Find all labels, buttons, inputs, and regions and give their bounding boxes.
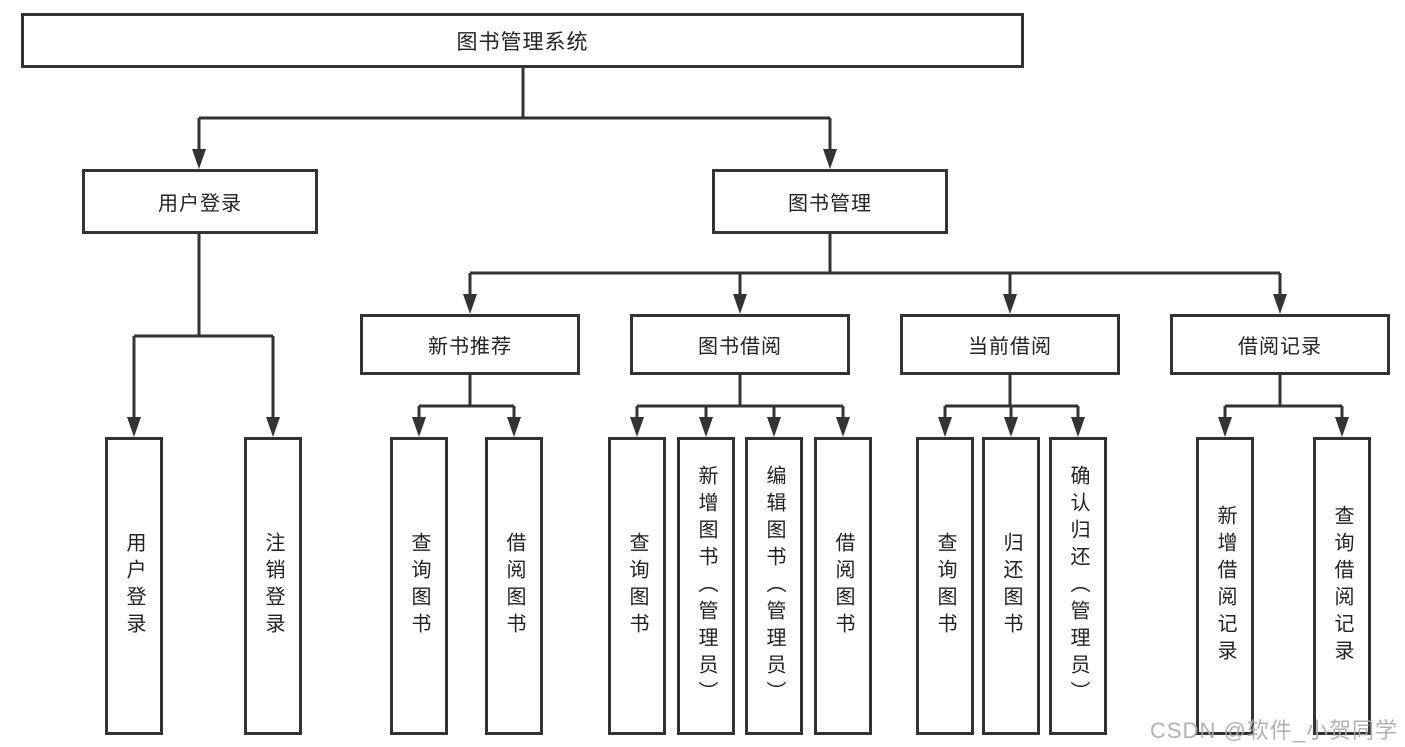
leaf-label: 编辑图书（管理员）	[763, 464, 785, 708]
leaf-label: 注销登录	[262, 532, 284, 640]
csdn-watermark: CSDN @软件_小贺同学	[1150, 718, 1399, 743]
leaf-label: 归还图书	[1000, 532, 1022, 640]
leaf-query-books: 查询图书	[390, 437, 448, 735]
leaf-borrow-books: 借阅图书	[485, 437, 543, 735]
node-new-book-recommendation: 新书推荐	[360, 314, 580, 375]
leaf-label: 查询图书	[408, 532, 430, 640]
node-label: 当前借阅	[968, 336, 1052, 358]
leaf-add-books-admin: 新增图书（管理员）	[677, 437, 735, 735]
node-book-management: 图书管理	[712, 169, 948, 234]
leaf-confirm-return-admin: 确认归还（管理员）	[1049, 437, 1107, 735]
leaf-user-login: 用户登录	[105, 437, 163, 735]
leaf-logout: 注销登录	[244, 437, 302, 735]
node-user-login: 用户登录	[82, 169, 318, 234]
leaf-query-books-borrow: 查询图书	[608, 437, 666, 735]
leaf-label: 查询图书	[626, 532, 648, 640]
node-label: 用户登录	[158, 193, 242, 215]
leaf-label: 确认归还（管理员）	[1067, 464, 1089, 708]
node-current-borrowing: 当前借阅	[900, 314, 1120, 375]
node-label: 新书推荐	[428, 336, 512, 358]
leaf-label: 借阅图书	[503, 532, 525, 640]
leaf-label: 查询借阅记录	[1331, 505, 1353, 667]
leaf-label: 用户登录	[123, 532, 145, 640]
node-label: 图书管理系统	[456, 30, 589, 54]
node-borrowing-records: 借阅记录	[1170, 314, 1390, 375]
node-label: 借阅记录	[1238, 336, 1322, 358]
leaf-add-borrow-record: 新增借阅记录	[1196, 437, 1254, 735]
node-label: 图书借阅	[698, 336, 782, 358]
leaf-label: 新增借阅记录	[1214, 505, 1236, 667]
node-book-borrowing: 图书借阅	[630, 314, 850, 375]
leaf-edit-books-admin: 编辑图书（管理员）	[745, 437, 803, 735]
leaf-return-books: 归还图书	[982, 437, 1040, 735]
leaf-label: 借阅图书	[832, 532, 854, 640]
leaf-label: 查询图书	[934, 532, 956, 640]
leaf-query-books-current: 查询图书	[916, 437, 974, 735]
leaf-query-borrow-record: 查询借阅记录	[1313, 437, 1371, 735]
node-library-management-system: 图书管理系统	[21, 13, 1024, 68]
leaf-borrow-books-2: 借阅图书	[814, 437, 872, 735]
leaf-label: 新增图书（管理员）	[695, 464, 717, 708]
node-label: 图书管理	[788, 193, 872, 215]
